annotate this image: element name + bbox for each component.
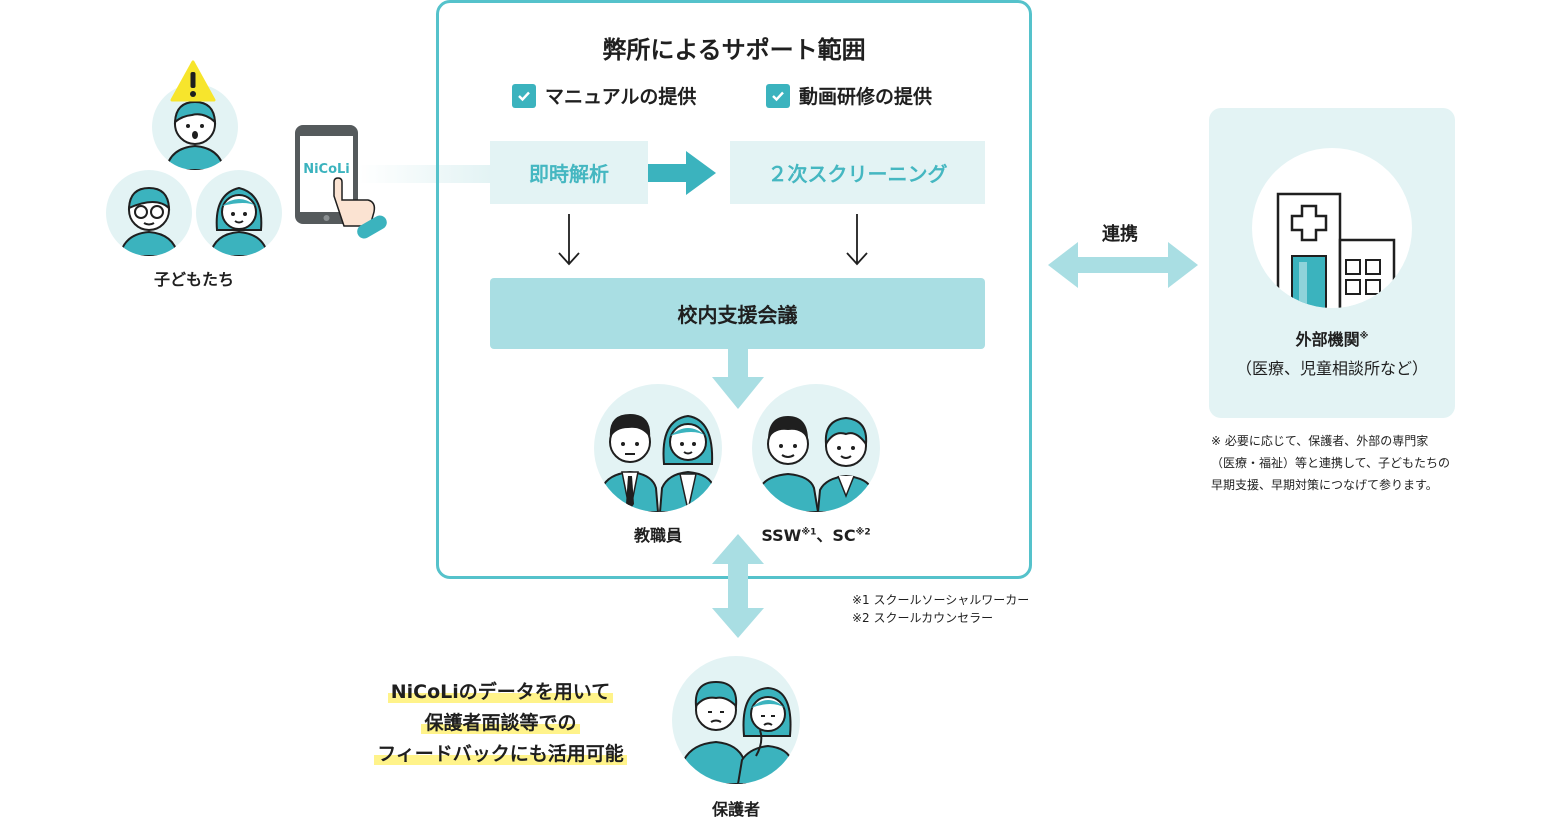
teachers-avatar bbox=[594, 384, 722, 512]
feedback-line: NiCoLiのデータを用いて bbox=[387, 681, 614, 703]
arrow-down-thin-icon bbox=[845, 214, 869, 266]
check-video-label: 動画研修の提供 bbox=[799, 86, 933, 108]
parents-avatar bbox=[672, 656, 800, 784]
external-note: ※ 必要に応じて、保護者、外部の専門家 （医療・福祉）等と連携して、子どもたちの… bbox=[1211, 430, 1471, 496]
child-avatar-left bbox=[106, 170, 192, 256]
feedback-note: NiCoLiのデータを用いて 保護者面談等での フィードバックにも活用可能 bbox=[348, 677, 653, 770]
double-arrow-horizontal-icon bbox=[1048, 242, 1198, 288]
arrow-down-thick-icon bbox=[712, 349, 764, 409]
ssw-note-mark: ※1 bbox=[801, 527, 817, 538]
school-support-meeting: 校内支援会議 bbox=[490, 278, 985, 349]
footnote-sc: ※2 スクールカウンセラー bbox=[852, 611, 994, 625]
ssw-label: SSW bbox=[761, 526, 802, 545]
sc-note-mark: ※2 bbox=[855, 527, 871, 538]
check-manual-label: マニュアルの提供 bbox=[545, 86, 697, 108]
staff-separator: 、 bbox=[816, 526, 833, 545]
support-scope-title: 弊所によるサポート範囲 bbox=[602, 36, 866, 64]
external-subtitle: （医療、児童相談所など） bbox=[1235, 359, 1428, 378]
external-title-note: ※ bbox=[1359, 331, 1369, 342]
tablet-connector bbox=[358, 165, 490, 183]
feedback-line: フィードバックにも活用可能 bbox=[374, 743, 627, 765]
step-secondary-screening: ２次スクリーニング bbox=[730, 141, 985, 204]
children-label: 子どもたち bbox=[153, 270, 234, 289]
hospital-icon bbox=[1252, 148, 1412, 308]
external-title-text: 外部機関 bbox=[1295, 330, 1360, 349]
warning-icon bbox=[170, 60, 216, 102]
footnote-ssw: ※1 スクールソーシャルワーカー bbox=[852, 593, 1030, 607]
teachers-label: 教職員 bbox=[633, 526, 682, 545]
external-title: 外部機関※ bbox=[1209, 326, 1455, 350]
external-note-line: 早期支援、早期対策につなげて参ります。 bbox=[1211, 478, 1438, 492]
arrow-right-icon bbox=[648, 149, 716, 197]
step-realtime-analysis: 即時解析 bbox=[490, 141, 648, 204]
child-avatar-right bbox=[196, 170, 282, 256]
double-arrow-vertical-icon bbox=[712, 534, 764, 638]
tablet-icon bbox=[294, 124, 390, 242]
feedback-line: 保護者面談等での bbox=[421, 712, 580, 734]
ssw-sc-label: SSW※1、SC※2 bbox=[740, 522, 892, 546]
nicoli-app-logo: NiCoLi bbox=[303, 162, 350, 177]
ssw-sc-avatar bbox=[752, 384, 880, 512]
check-manual: マニュアルの提供 bbox=[512, 82, 696, 109]
checkbox-checked-icon bbox=[512, 83, 536, 108]
parents-label: 保護者 bbox=[711, 800, 760, 819]
link-label: 連携 bbox=[1102, 224, 1138, 245]
checkbox-checked-icon bbox=[766, 83, 790, 108]
sc-label: SC bbox=[832, 526, 856, 545]
check-video: 動画研修の提供 bbox=[766, 82, 932, 109]
arrow-down-thin-icon bbox=[557, 214, 581, 266]
external-note-line: ※ 必要に応じて、保護者、外部の専門家 bbox=[1211, 434, 1429, 448]
external-note-line: （医療・福祉）等と連携して、子どもたちの bbox=[1211, 456, 1451, 470]
